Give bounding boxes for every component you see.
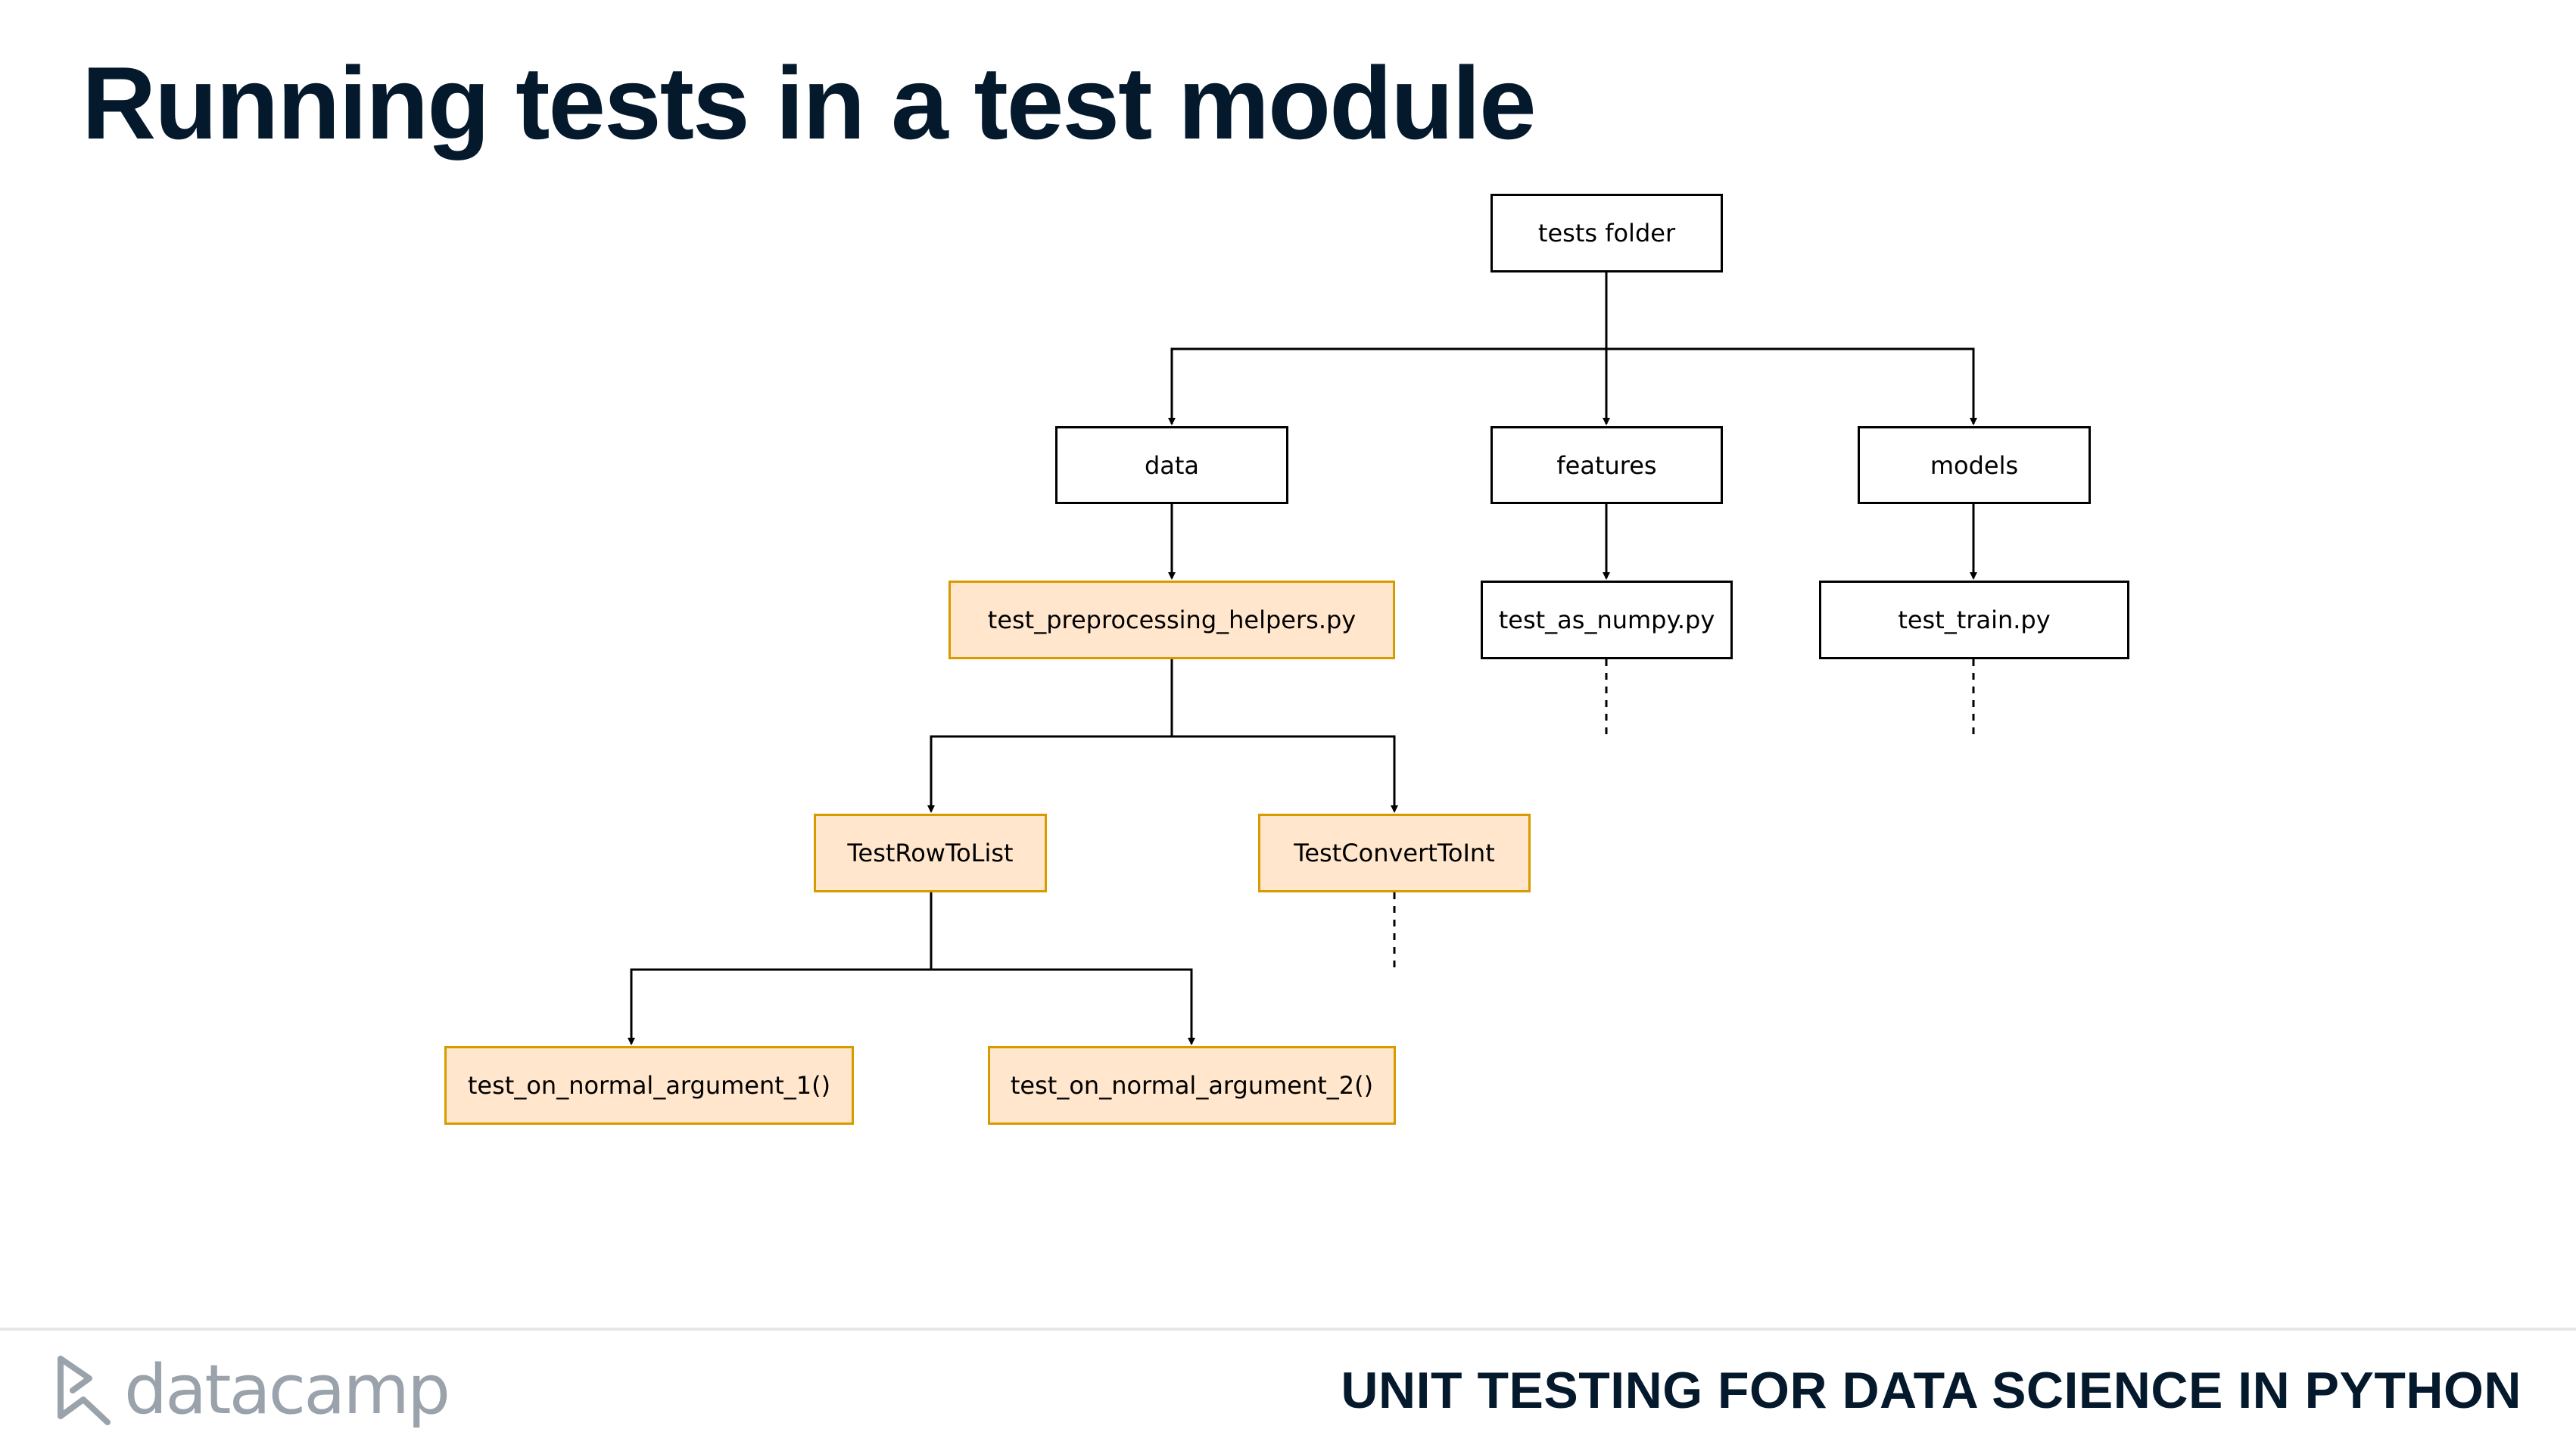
datacamp-logo-icon <box>58 1356 111 1425</box>
edge-module-rowtolist <box>927 659 1173 813</box>
node-label: tests folder <box>1537 219 1676 248</box>
node-test-preprocessing-helpers: test_preprocessing_helpers.py <box>948 581 1395 659</box>
node-label: test_train.py <box>1898 606 2051 634</box>
node-label: test_on_normal_argument_2() <box>1010 1071 1374 1100</box>
edge-tests-folder-data <box>1168 272 1608 425</box>
node-label: models <box>1930 450 2019 480</box>
edge-rowtolist-test2 <box>931 968 1195 1045</box>
node-data: data <box>1055 426 1288 504</box>
node-test-as-numpy: test_as_numpy.py <box>1481 581 1733 659</box>
edge-module-converttoint <box>1172 735 1398 813</box>
node-label: TestConvertToInt <box>1294 839 1495 867</box>
datacamp-logo: datacamp <box>53 1349 450 1432</box>
node-test-train: test_train.py <box>1819 581 2129 659</box>
node-test-on-normal-argument-2: test_on_normal_argument_2() <box>988 1046 1396 1125</box>
slide-title: Running tests in a test module <box>82 45 1537 160</box>
edge-rowtolist-test1 <box>628 892 933 1045</box>
node-label: test_preprocessing_helpers.py <box>987 606 1357 634</box>
node-test-row-to-list: TestRowToList <box>814 814 1047 892</box>
node-features: features <box>1490 426 1723 504</box>
edge-tests-folder-models <box>1606 347 1977 425</box>
datacamp-logo-text: datacamp <box>124 1350 450 1430</box>
course-title: UNIT TESTING FOR DATA SCIENCE IN PYTHON <box>1341 1362 2521 1419</box>
node-tests-folder: tests folder <box>1490 194 1723 272</box>
footer-divider <box>0 1328 2576 1331</box>
node-label: data <box>1144 450 1200 480</box>
node-label: test_as_numpy.py <box>1498 606 1715 634</box>
node-label: features <box>1556 450 1657 480</box>
node-label: TestRowToList <box>847 839 1014 867</box>
node-test-on-normal-argument-1: test_on_normal_argument_1() <box>444 1046 854 1125</box>
node-label: test_on_normal_argument_1() <box>467 1071 831 1100</box>
node-test-convert-to-int: TestConvertToInt <box>1258 814 1531 892</box>
node-models: models <box>1858 426 2091 504</box>
